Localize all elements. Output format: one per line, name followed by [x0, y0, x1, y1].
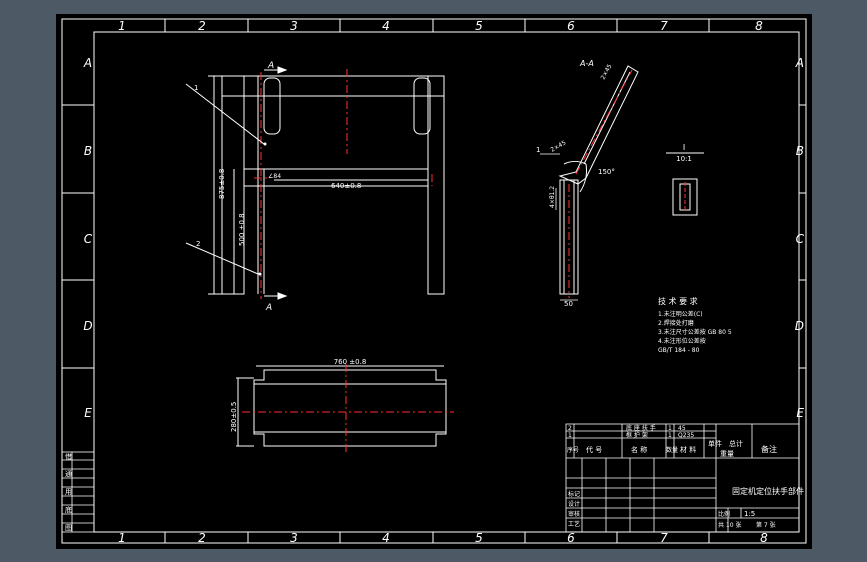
- zone-col-4-bottom: 4: [382, 531, 390, 545]
- strip-label-5: 图: [65, 524, 72, 532]
- zone-row-b-left: B: [84, 144, 92, 158]
- top-view[interactable]: 760 ±0.8 280±0.5: [230, 358, 454, 454]
- detail-scale: 10:1: [676, 155, 692, 163]
- tb-header-no: 序号: [567, 446, 579, 454]
- outer-border: [61, 18, 807, 544]
- title-block-text: 2 底 座 扶 手 1 45 1 框 护 架 1 Q235 序号 代 号 名 称…: [567, 424, 804, 529]
- tb-row1-qty: 1: [668, 432, 672, 439]
- tb-header-code: 代 号: [586, 445, 602, 454]
- section-title: A-A: [579, 59, 594, 68]
- tb-header-remarks: 备注: [761, 444, 777, 454]
- tech-req-line-3: 3.未注尺寸公差按 GB 80 5: [658, 328, 732, 336]
- top-dim-height: 280±0.5: [230, 402, 238, 432]
- zone-col-3-bottom: 3: [290, 531, 298, 545]
- tb-header-qty: 数量: [666, 446, 678, 454]
- tb-header-name: 名 称: [631, 445, 647, 454]
- tb-left-label-1: 标记: [568, 490, 580, 498]
- zone-row-e-right: E: [796, 406, 804, 420]
- tb-left-label-3: 审核: [568, 510, 580, 518]
- tb-row2-material: 45: [678, 425, 686, 432]
- section-dim-top: 2×45: [600, 63, 614, 81]
- front-view[interactable]: A A 1 2 875±0.8 500 ±0.8 640±0.8 ∠84: [185, 61, 445, 313]
- zone-row-b-right: B: [796, 144, 804, 158]
- title-block: [565, 423, 800, 533]
- zone-col-6-top: 6: [567, 19, 575, 33]
- zone-row-d-left: D: [83, 319, 92, 333]
- zone-labels: 1 2 3 4 5 6 7 8 1 2 3 4 5 6 7 8 A B C D: [83, 19, 805, 545]
- section-dim-width: 50: [564, 300, 573, 308]
- strip-label-2: 通: [65, 469, 72, 478]
- tech-req-line-4: 4.未注形位公差按: [658, 337, 706, 345]
- zone-row-c-right: C: [796, 232, 805, 246]
- tech-req-line-1: 1.未注明公差(C): [658, 310, 703, 318]
- detail-label: I: [683, 143, 685, 152]
- tb-sheet-total: 共 10 张: [718, 521, 741, 529]
- leader-label-2: 2: [196, 240, 200, 248]
- dim-width: 640±0.8: [331, 182, 361, 190]
- strip-label-1: 借: [65, 452, 72, 461]
- strip-label-4: 底: [65, 505, 72, 514]
- dim-inner-height: 500 ±0.8: [238, 213, 246, 246]
- zone-col-4-top: 4: [382, 19, 390, 33]
- tb-header-material: 材 料: [680, 445, 696, 454]
- tb-scale-label: 比例: [718, 510, 730, 518]
- zone-row-a-right: A: [795, 56, 804, 70]
- zone-row-e-left: E: [84, 406, 92, 420]
- section-dim-b: 4×θ1.2: [549, 186, 556, 208]
- tb-row1-name: 框 护 架: [626, 431, 648, 439]
- zone-col-5-bottom: 5: [475, 531, 483, 545]
- zone-column-ticks: [164, 19, 710, 543]
- drawing-canvas: 1 2 3 4 5 6 7 8 1 2 3 4 5 6 7 8 A B C D: [61, 18, 807, 545]
- leader-label-1: 1: [194, 84, 198, 92]
- tb-row2-no: 2: [568, 425, 572, 432]
- top-dim-width: 760 ±0.8: [334, 358, 367, 366]
- tb-drawing-name: 固定机定位扶手部件: [732, 486, 804, 496]
- tech-req-line-2: 2.焊接处打磨: [658, 319, 694, 327]
- zone-col-8-top: 8: [755, 19, 763, 33]
- zone-col-8-bottom: 8: [760, 531, 768, 545]
- section-leader: 1: [536, 146, 540, 154]
- tb-row1-no: 1: [568, 432, 572, 439]
- zone-col-3-top: 3: [290, 19, 298, 33]
- dim-height: 875±0.8: [218, 169, 226, 199]
- zone-col-2-bottom: 2: [198, 531, 206, 545]
- tb-left-label-2: 设计: [568, 500, 580, 508]
- section-view-aa[interactable]: A-A 1 150° 50 2×45 4×θ1.2 2×45: [536, 59, 639, 308]
- zone-col-6-bottom: 6: [567, 531, 575, 545]
- left-strip-table: [61, 451, 95, 533]
- tb-row2-name: 底 座 扶 手: [626, 424, 656, 432]
- inner-border: [93, 31, 800, 533]
- section-mark-top: A: [267, 61, 274, 71]
- detail-view-i[interactable]: I 10:1: [666, 143, 704, 216]
- zone-row-a-left: A: [83, 56, 92, 70]
- section-dim-angle: 150°: [598, 168, 615, 176]
- tb-header-unit: 单件: [708, 439, 722, 448]
- strip-label-3: 用: [65, 488, 72, 496]
- zone-col-7-bottom: 7: [660, 531, 668, 545]
- tb-sheet-no: 第 7 张: [756, 521, 776, 529]
- section-dim-a: 2×45: [550, 139, 568, 153]
- drawing-sheet: 1 2 3 4 5 6 7 8 1 2 3 4 5 6 7 8 A B C D: [56, 14, 812, 549]
- zone-row-c-left: C: [84, 232, 93, 246]
- tb-header-total: 总计: [729, 439, 743, 448]
- zone-col-5-top: 5: [475, 19, 483, 33]
- zone-col-1-bottom: 1: [118, 531, 126, 545]
- tech-req-line-5: GB/T 184 - 80: [658, 347, 700, 354]
- tb-row1-material: Q235: [678, 432, 694, 439]
- zone-row-d-right: D: [795, 319, 804, 333]
- zone-col-1-top: 1: [118, 19, 126, 33]
- tech-req-title: 技 术 要 求: [658, 296, 698, 306]
- tb-left-label-4: 工艺: [568, 520, 580, 528]
- left-strip-labels: 借 通 用 底 图: [65, 452, 72, 532]
- zone-row-ticks: [62, 104, 806, 369]
- tb-row2-qty: 1: [668, 425, 672, 432]
- tb-mass-label: 重量: [720, 450, 734, 458]
- section-mark-bottom: A: [265, 303, 272, 313]
- zone-col-2-top: 2: [198, 19, 206, 33]
- dim-small: ∠84: [268, 173, 281, 180]
- tech-requirements: 技 术 要 求 1.未注明公差(C) 2.焊接处打磨 3.未注尺寸公差按 GB …: [658, 296, 732, 354]
- zone-col-7-top: 7: [660, 19, 668, 33]
- tb-scale-value: 1:5: [744, 510, 755, 518]
